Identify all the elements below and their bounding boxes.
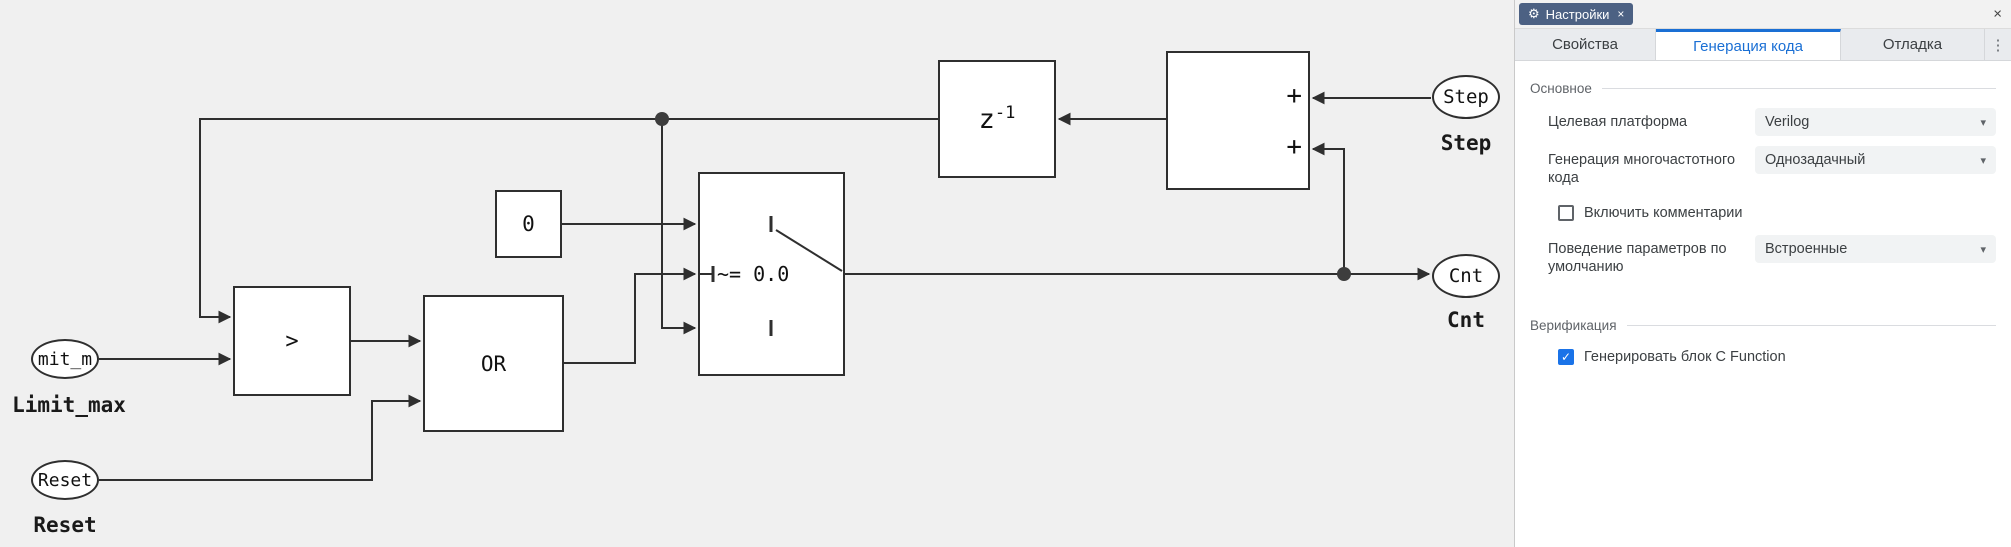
check-icon: ✓ — [1560, 350, 1572, 364]
logical-or-block[interactable]: OR — [423, 295, 564, 432]
field-target-platform: Целевая платформа Verilog ▾ — [1530, 108, 1996, 136]
sum-block[interactable]: + + — [1166, 51, 1310, 190]
wire-junction-dot — [655, 112, 669, 126]
wire-or-to-switch[interactable] — [564, 267, 697, 364]
chevron-down-icon: ▾ — [1980, 154, 1986, 167]
field-cfunction: ✓ Генерировать блок C Function — [1530, 349, 1996, 365]
tab-properties[interactable]: Свойства — [1515, 29, 1656, 60]
wire-junction-dot — [1337, 267, 1351, 281]
panel-topbar: ⚙ Настройки × × — [1515, 0, 2011, 29]
target-platform-value: Verilog — [1765, 114, 1810, 130]
step-port-label: Step — [1440, 131, 1492, 155]
multirate-value: Однозадачный — [1765, 152, 1866, 168]
sum-plus-top: + — [1286, 81, 1302, 111]
section-divider — [1626, 325, 1996, 326]
generate-cfunction-checkbox[interactable]: ✓ — [1558, 349, 1574, 365]
unit-delay-label: z-1 — [978, 103, 1016, 135]
constant-block[interactable]: 0 — [495, 190, 562, 258]
logical-or-label: OR — [480, 351, 507, 376]
param-behavior-label: Поведение параметров по умолчанию — [1548, 241, 1727, 275]
chevron-down-icon: ▾ — [1980, 243, 1986, 256]
cnt-port-label: Cnt — [1447, 308, 1485, 332]
inport-reset-text: Reset — [37, 469, 93, 491]
field-multirate: Генерация многочастотного кода Однозадач… — [1530, 146, 1996, 187]
wire-reset-to-or[interactable] — [99, 394, 422, 481]
close-panel-icon[interactable]: × — [1993, 5, 2002, 23]
target-platform-select[interactable]: Verilog ▾ — [1755, 108, 1996, 136]
field-include-comments: Включить комментарии — [1530, 205, 1996, 221]
outport-cnt-text: Cnt — [1448, 265, 1484, 287]
outport-cnt[interactable]: Cnt — [1432, 254, 1500, 298]
include-comments-checkbox[interactable] — [1558, 205, 1574, 221]
gear-icon: ⚙ — [1528, 6, 1540, 21]
field-param-behavior: Поведение параметров по умолчанию Встрое… — [1530, 235, 1996, 276]
tab-debug[interactable]: Отладка — [1841, 29, 1985, 60]
relational-operator-label: > — [285, 328, 299, 354]
wire-feedback-to-sum[interactable] — [1311, 142, 1345, 274]
limit-max-port-label: Limit_max — [12, 393, 126, 417]
multirate-select[interactable]: Однозадачный ▾ — [1755, 146, 1996, 174]
switch-condition-label: ~= 0.0 — [717, 262, 790, 286]
settings-panel: ⚙ Настройки × × Свойства Генерация кода … — [1514, 0, 2011, 547]
section-verification: Верификация — [1530, 318, 1996, 333]
generate-cfunction-label: Генерировать блок C Function — [1584, 349, 1786, 365]
more-tabs-icon[interactable]: ⋮ — [1990, 36, 2006, 54]
inport-step-text: Step — [1443, 86, 1489, 108]
settings-window-tab-title: Настройки — [1545, 6, 1610, 22]
inport-reset[interactable]: Reset — [31, 460, 99, 500]
param-behavior-select[interactable]: Встроенные ▾ — [1755, 235, 1996, 263]
inport-step[interactable]: Step — [1432, 75, 1500, 119]
sum-plus-bottom: + — [1286, 132, 1302, 162]
target-platform-label: Целевая платформа — [1548, 114, 1688, 130]
include-comments-label: Включить комментарии — [1584, 205, 1743, 221]
inport-limit-max-text: mit_m — [37, 348, 93, 370]
close-tab-icon[interactable]: × — [1617, 7, 1625, 21]
reset-port-label: Reset — [33, 513, 97, 537]
diagram-canvas[interactable]: > OR 0 ~= 0.0 z-1 + + mit_m Reset Step C… — [0, 0, 1514, 547]
settings-tabs: Свойства Генерация кода Отладка ⋮ — [1515, 29, 2011, 61]
switch-block[interactable]: ~= 0.0 — [698, 172, 845, 376]
settings-window-tab[interactable]: ⚙ Настройки × — [1519, 3, 1634, 25]
wire-delay-branch-to-switch[interactable] — [661, 119, 697, 335]
relational-operator-block[interactable]: > — [233, 286, 351, 396]
unit-delay-block[interactable]: z-1 — [938, 60, 1056, 178]
multirate-label: Генерация многочастотного кода — [1548, 152, 1736, 186]
tab-code-generation[interactable]: Генерация кода — [1656, 29, 1841, 60]
section-main: Основное — [1530, 81, 1996, 96]
codegen-tab-content: Основное Целевая платформа Verilog ▾ Ген… — [1515, 81, 2011, 365]
inport-limit-max[interactable]: mit_m — [31, 339, 99, 379]
constant-value: 0 — [522, 212, 535, 236]
section-divider — [1601, 88, 1996, 89]
chevron-down-icon: ▾ — [1980, 116, 1986, 129]
param-behavior-value: Встроенные — [1765, 241, 1848, 257]
section-verification-title: Верификация — [1530, 318, 1617, 333]
section-main-title: Основное — [1530, 81, 1592, 96]
